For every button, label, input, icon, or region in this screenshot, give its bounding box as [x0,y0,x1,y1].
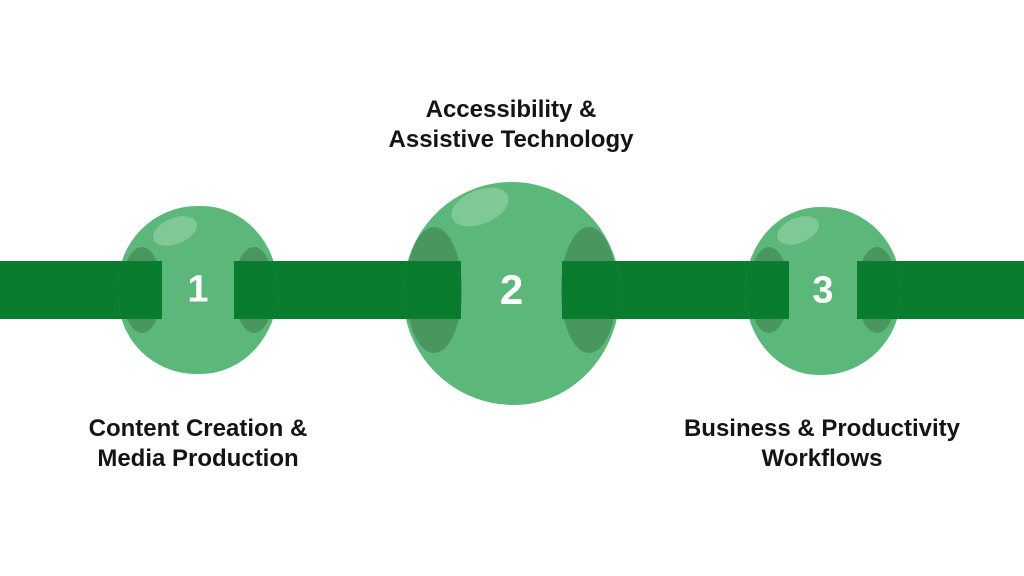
bead-node-3: 3 [745,207,901,375]
node-1-number: 1 [187,268,209,311]
bead-node-1: 1 [118,206,278,374]
bead-1-highlight [148,210,202,252]
node-3-label-line-2: Workflows [761,445,883,472]
bead-2-highlight [445,182,515,235]
node-1-label: Content Creation & Media Production [0,414,398,474]
bead-1-bar-stub-left [118,261,162,319]
bead-1-bar-stub-right [234,261,278,319]
bead-3-bar-stub-left [745,261,789,319]
node-2-label-line-1: Accessibility & [425,96,597,123]
node-1-label-line-2: Media Production [97,445,299,472]
bead-2-bar-stub-right [562,261,620,319]
node-3-label-line-1: Business & Productivity [683,415,961,442]
node-2-label: Accessibility & Assistive Technology [311,95,711,155]
node-3-number: 3 [812,269,834,312]
bead-2-bar-stub-left [403,261,461,319]
node-2-label-line-2: Assistive Technology [388,126,634,153]
bead-3-bar-stub-right [857,261,901,319]
node-3-label: Business & Productivity Workflows [622,414,1022,474]
node-1-label-line-1: Content Creation & [88,415,308,442]
node-2-number: 2 [499,265,524,313]
bead-node-2: 2 [403,182,620,405]
bead-3-highlight [772,210,824,251]
